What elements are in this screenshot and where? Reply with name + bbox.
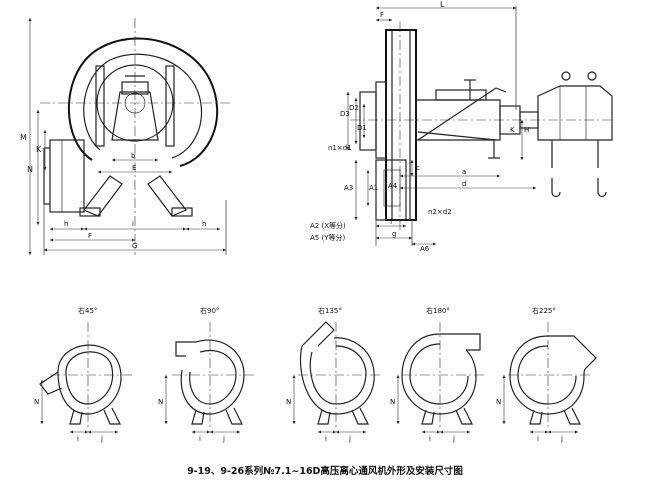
label-A5: A5 (Y等分)	[310, 233, 345, 242]
motor	[537, 85, 613, 141]
orientation-label: 右180°	[426, 306, 450, 315]
label-H: H	[524, 126, 529, 134]
casing-side	[385, 29, 417, 221]
label-b: b	[131, 152, 136, 160]
anchor-hook-left	[551, 178, 561, 198]
label-A6: A6	[420, 245, 430, 253]
orientation-views: 右45° N i j 右90° N	[34, 306, 597, 443]
svg-text:j: j	[100, 435, 103, 443]
label-d: d	[462, 180, 466, 188]
label-D3: D3	[340, 110, 350, 118]
anchor-hook-right	[597, 178, 607, 198]
inlet-ring	[96, 64, 174, 142]
svg-text:N: N	[286, 398, 291, 406]
label-F-side: F	[380, 11, 384, 19]
label-K: K	[36, 145, 42, 154]
label-D1: D1	[357, 124, 367, 132]
svg-text:i: i	[199, 435, 201, 443]
svg-text:N: N	[496, 398, 501, 406]
figure-caption: 9-19、9-26系列№7.1~16D高压离心通风机外形及安装尺寸图	[187, 465, 463, 477]
front-view: M N K b E h i h F G	[20, 18, 232, 255]
volute-casing	[67, 37, 219, 167]
label-h-left: h	[64, 220, 68, 228]
label-L: L	[440, 0, 445, 9]
label-N: N	[27, 165, 33, 174]
orientation-right-180: 右180° N i j	[390, 306, 486, 443]
svg-text:i: i	[325, 435, 327, 443]
label-E: E	[132, 164, 136, 172]
orientation-right-135: 右135° N i j	[286, 306, 382, 443]
label-g: g	[392, 230, 396, 238]
label-G: G	[132, 242, 137, 250]
label-D2: D2	[349, 104, 359, 112]
label-A1: A1	[369, 184, 378, 192]
svg-text:j: j	[560, 435, 563, 443]
outlet-duct	[49, 139, 85, 213]
svg-text:N: N	[390, 398, 395, 406]
orientation-right-90: 右90° N i j	[158, 306, 254, 443]
label-F: F	[88, 232, 92, 240]
svg-text:N: N	[158, 398, 163, 406]
svg-text:i: i	[77, 435, 79, 443]
right-foot	[147, 175, 187, 217]
label-n1d1: n1×d1	[328, 144, 352, 152]
label-K-side: K	[510, 126, 515, 134]
svg-text:i: i	[429, 435, 431, 443]
side-view: F L D3 D2 D1 n1×d1 A3 A1 A4 c a d H K n2…	[310, 0, 613, 253]
outlet-flange	[375, 159, 407, 221]
label-A4: A4	[388, 182, 398, 190]
svg-text:j: j	[222, 435, 225, 443]
orientation-label: 右45°	[78, 306, 97, 315]
label-a: a	[462, 168, 466, 176]
label-i: i	[132, 220, 134, 228]
orientation-label: 右135°	[318, 306, 342, 315]
label-f: f	[390, 218, 393, 226]
label-h-right: h	[202, 220, 206, 228]
orientation-right-45: 右45° N i j	[34, 306, 132, 443]
label-M: M	[20, 133, 27, 142]
svg-text:N: N	[34, 398, 39, 406]
svg-text:j: j	[348, 435, 351, 443]
label-A3: A3	[344, 184, 353, 192]
label-n2d2: n2×d2	[428, 208, 452, 216]
left-foot	[83, 175, 123, 217]
svg-text:j: j	[452, 435, 455, 443]
svg-text:i: i	[537, 435, 539, 443]
label-c: c	[416, 164, 420, 172]
label-A2: A2 (X等分)	[310, 221, 346, 230]
orientation-label: 右90°	[200, 306, 219, 315]
orientation-label: 右225°	[532, 306, 556, 315]
orientation-right-225: 右225° N i j	[496, 306, 597, 443]
